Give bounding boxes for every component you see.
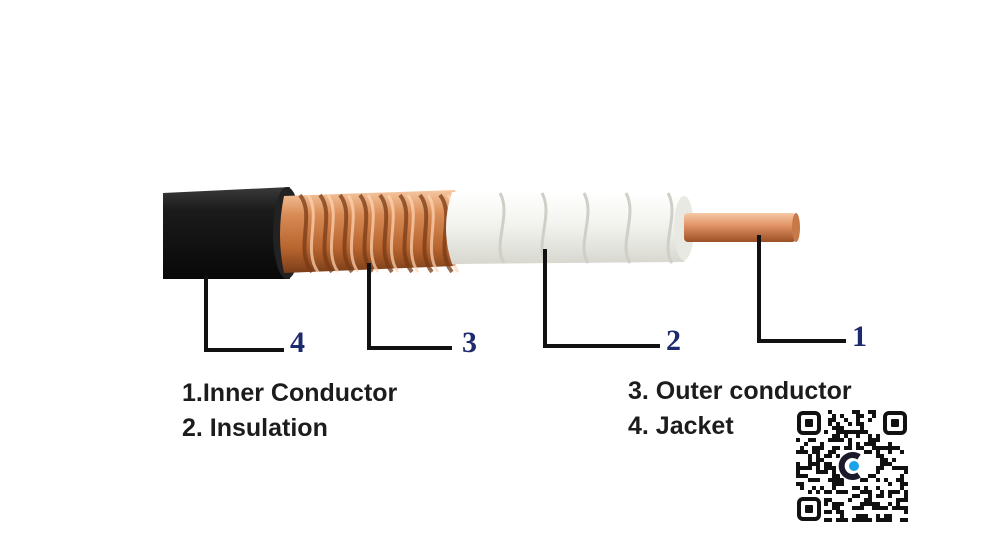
qr-code-icon: [796, 410, 908, 522]
callout-number-2: 2: [666, 324, 681, 357]
legend-left-column: 1.Inner Conductor 2. Insulation: [182, 376, 397, 446]
legend-item-outer-conductor: 3. Outer conductor: [628, 377, 852, 405]
leader-line-2: [543, 249, 660, 348]
leader-line-1: [757, 235, 846, 343]
legend-item-insulation: 2. Insulation: [182, 414, 328, 442]
callout-number-3: 3: [462, 326, 477, 359]
callout-number-1: 1: [852, 320, 867, 353]
legend-right-column: 3. Outer conductor 4. Jacket: [628, 374, 852, 444]
insulation: [446, 192, 694, 264]
outer-conductor: [280, 190, 462, 274]
leader-line-3: [367, 263, 452, 350]
inner-conductor: [684, 213, 800, 242]
legend-item-inner-conductor: 1.Inner Conductor: [182, 379, 398, 407]
leader-line-4: [204, 275, 284, 352]
callout-number-4: 4: [290, 326, 305, 359]
legend-item-jacket: 4. Jacket: [628, 412, 734, 440]
